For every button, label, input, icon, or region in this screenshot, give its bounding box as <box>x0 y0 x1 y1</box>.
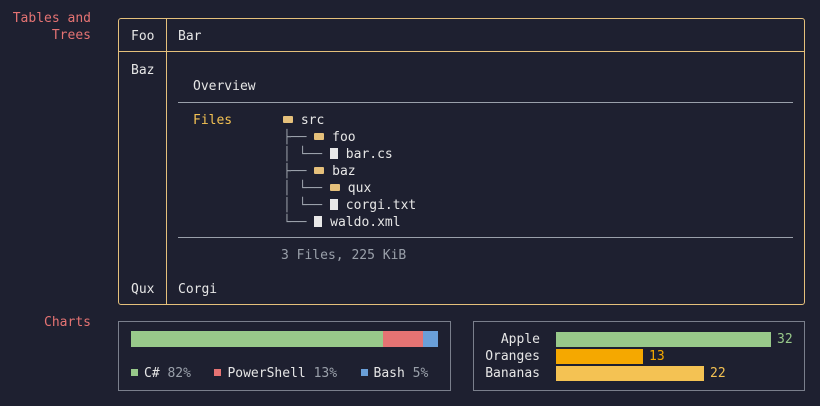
tree-connector: └── <box>283 215 315 230</box>
tree-node-label: qux <box>347 181 372 196</box>
inner-header-divider <box>178 102 793 103</box>
tree-node-label: bar.cs <box>345 147 393 162</box>
file-icon <box>314 216 323 227</box>
breakdown-legend: C# 82% PowerShell 13% Bash 5% <box>131 365 428 382</box>
tree-node-qux: │ └── qux <box>283 180 371 197</box>
table-footer-corgi: Corgi <box>178 282 218 297</box>
bar-value-oranges: 13 <box>649 349 665 364</box>
tree-node-baz: ├── baz <box>283 163 356 180</box>
table-header-foo: Foo <box>131 29 155 44</box>
bar-label-bananas: Bananas <box>485 366 540 381</box>
bar-value-apple: 32 <box>777 332 793 347</box>
tree-node-label: src <box>300 113 325 128</box>
files-label: Files <box>193 113 233 128</box>
tables-and-trees-title-line1: Tables and <box>12 11 91 26</box>
tree-node-label: baz <box>332 164 356 179</box>
tree-connector: ├── <box>283 130 315 145</box>
table-footer-qux: Qux <box>131 282 155 297</box>
bar-value-bananas: 22 <box>710 366 726 381</box>
table-header-divider <box>119 51 804 52</box>
charts-title: Charts <box>44 315 91 330</box>
tables-and-trees-title-line2: Trees <box>51 28 91 43</box>
inner-footer-divider <box>178 237 793 238</box>
tree-node-label: waldo.xml <box>330 215 401 230</box>
bar-oranges <box>556 349 643 364</box>
files-summary: 3 Files, 225 KiB <box>281 248 407 263</box>
breakdown-chart-panel <box>118 321 451 391</box>
table-header-bar: Bar <box>178 29 202 44</box>
tree-node-corgi-txt: │ └── corgi.txt <box>283 197 416 214</box>
breakdown-segment-powershell <box>383 331 423 347</box>
tree-node-waldo-xml: └── waldo.xml <box>283 214 401 231</box>
folder-icon <box>314 167 325 174</box>
table-row-label-baz: Baz <box>131 63 155 78</box>
folder-icon <box>314 133 325 140</box>
folder-icon <box>283 116 293 123</box>
overview-label: Overview <box>193 79 256 94</box>
tree-node-bar-cs: │ └── bar.cs <box>283 146 393 163</box>
file-icon <box>329 199 338 210</box>
tree-node-src: src <box>283 112 324 129</box>
table-column-divider <box>166 19 167 304</box>
legend-item-powershell: PowerShell 13% <box>214 366 337 381</box>
tree-node-label: corgi.txt <box>345 198 417 213</box>
bar-label-oranges: Oranges <box>485 349 540 364</box>
tree-node-foo: ├── foo <box>283 129 356 146</box>
legend-item-bash: Bash 5% <box>360 366 428 381</box>
breakdown-bar <box>131 331 438 347</box>
tree-connector: │ └── <box>283 181 330 196</box>
bar-apple <box>556 332 771 347</box>
bar-bananas <box>556 366 704 381</box>
table <box>118 18 805 305</box>
folder-icon <box>329 184 340 191</box>
bar-label-apple: Apple <box>500 332 540 347</box>
tree-connector: │ └── <box>283 198 330 213</box>
fruit-chart-panel <box>473 321 805 391</box>
legend-item-csharp: C# 82% <box>131 366 191 381</box>
tree-connector: │ └── <box>283 147 330 162</box>
tree-connector: ├── <box>283 164 315 179</box>
breakdown-segment-bash <box>423 331 438 347</box>
breakdown-segment-c- <box>131 331 383 347</box>
tree-node-label: foo <box>332 130 356 145</box>
file-icon <box>329 148 338 159</box>
